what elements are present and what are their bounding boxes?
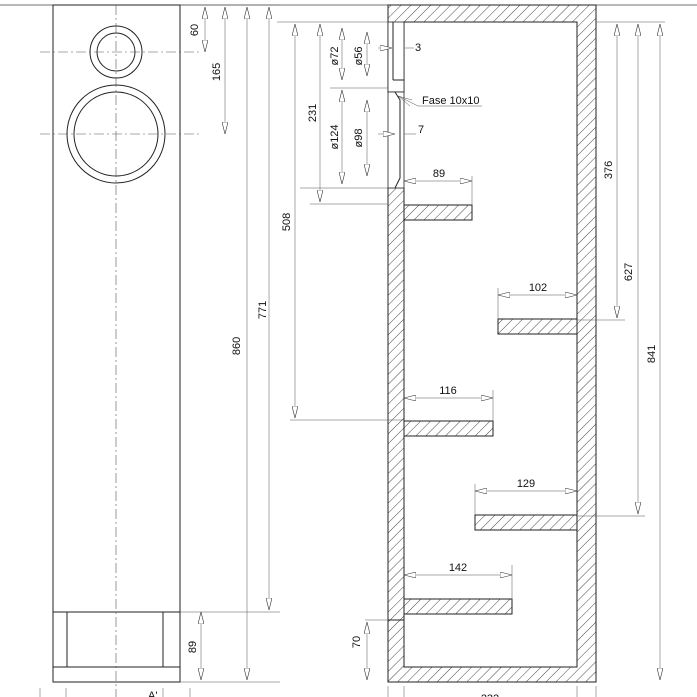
tweeter-cutout [387,21,405,93]
dim-text-376: 376 [603,161,615,179]
dim-text-shelf-102: 102 [529,282,547,294]
dim-text-shelf-142: 142 [449,562,467,574]
section-view: 89 102 116 129 142 508 231 ø72 ø56 ø124 … [277,4,665,697]
dim-text-d56: ø56 [353,47,365,66]
dim-text-841: 841 [646,345,658,363]
dim-text-3: 3 [415,42,421,54]
dim-text-860: 860 [231,337,243,355]
dim-text-60: 60 [189,24,201,36]
shelf-1 [403,204,473,221]
dim-text-shelf-116: 116 [439,385,457,397]
dim-text-70: 70 [351,636,363,648]
dim-text-7: 7 [418,124,424,136]
front-cabinet-outline [52,4,181,683]
label-fase: Fase 10x10 [422,95,479,107]
dim-text-d98: ø98 [353,129,365,148]
shelf-5 [403,598,513,615]
dim-text-shelf-89: 89 [433,168,445,180]
shelf-3 [403,420,494,437]
dim-text-89: 89 [187,641,199,653]
bottom-label-a: A' [148,690,157,697]
bottom-partial-dim: 232 [481,693,499,697]
front-view: 60 165 860 771 89 A' [39,4,280,697]
dim-text-d72: ø72 [329,47,341,66]
shelf-4 [474,514,578,531]
dim-text-165: 165 [211,63,223,81]
fase-leader [397,95,482,107]
dim-text-d124: ø124 [329,124,341,149]
dim-text-508: 508 [281,213,293,231]
dim-text-shelf-129: 129 [517,478,535,490]
woofer-cutout [387,91,405,189]
shelf-2 [497,318,578,335]
fase-leader-tick [397,95,413,107]
woofer-chamfer [394,91,401,189]
dim-text-771: 771 [257,301,269,319]
dim-text-627: 627 [623,263,635,281]
dim-text-231: 231 [307,104,319,122]
cabinet-section-walls [387,4,597,683]
